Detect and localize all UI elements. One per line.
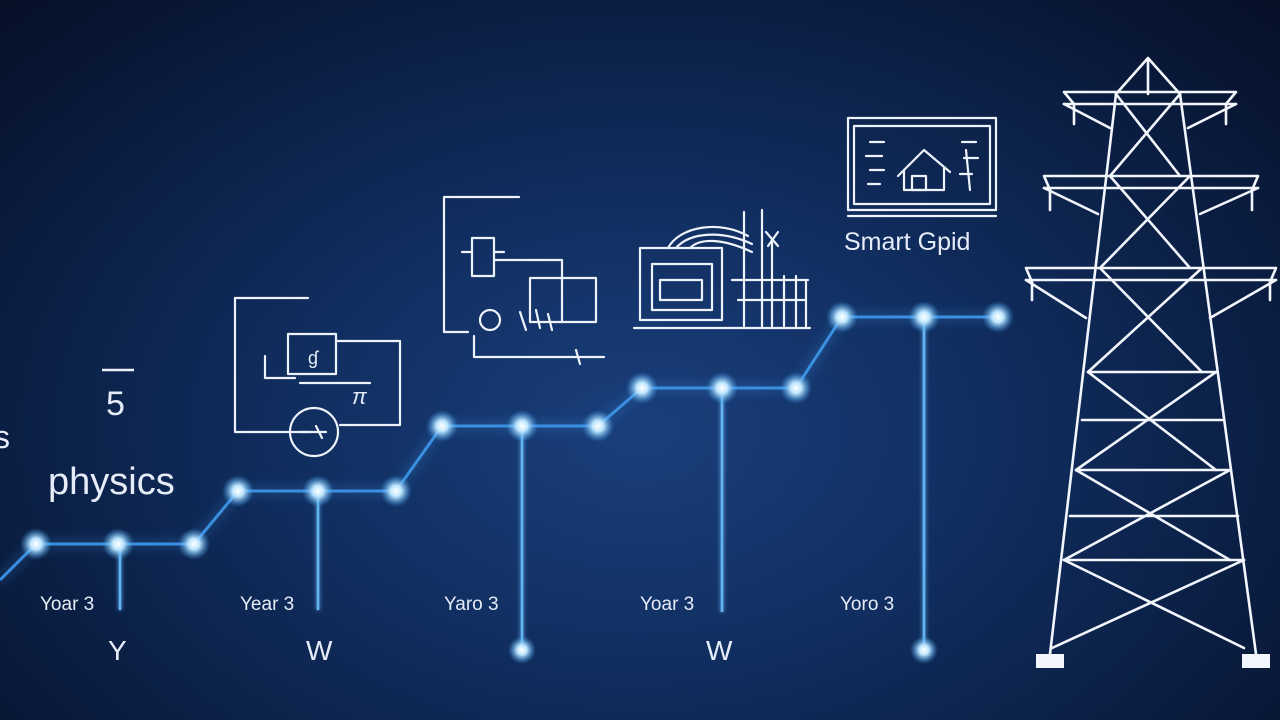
timeline-node <box>380 475 412 507</box>
bottom-mark: W <box>306 635 333 666</box>
timeline-node <box>582 410 614 442</box>
timeline-node <box>626 372 658 404</box>
timeline-node <box>302 475 334 507</box>
circuit-schematic-icon: ɠ π <box>233 296 402 458</box>
timeline-end-node <box>910 636 938 664</box>
bottom-mark: W <box>706 635 733 666</box>
year-label: Yoro 3 <box>840 594 894 615</box>
fraction-mark: 5 <box>106 385 125 423</box>
timeline-node <box>506 410 538 442</box>
year-label: Yoar 3 <box>640 594 694 615</box>
tower-foot <box>1036 654 1064 668</box>
timeline-node <box>20 528 52 560</box>
monitor-house-icon <box>846 116 998 218</box>
smart-grid-label: Smart Gpid <box>844 228 970 256</box>
bottom-mark: Y <box>108 635 127 666</box>
physics-label: physics <box>48 461 175 503</box>
timeline-nodes <box>20 301 1014 664</box>
timeline-end-node <box>508 636 536 664</box>
left-fragment-text: s <box>0 419 10 455</box>
timeline-node <box>102 528 134 560</box>
timeline-node <box>222 475 254 507</box>
tower-foot <box>1242 654 1270 668</box>
timeline-node <box>426 410 458 442</box>
timeline-node <box>982 301 1014 333</box>
timeline-node <box>826 301 858 333</box>
timeline-drops-core <box>118 317 926 650</box>
year-label: Year 3 <box>240 594 294 615</box>
year-label: Yaro 3 <box>444 594 499 615</box>
timeline-node <box>178 528 210 560</box>
timeline-node <box>706 372 738 404</box>
timeline-node <box>908 301 940 333</box>
icon-glyph: ɠ <box>308 348 319 368</box>
year-label: Yoar 3 <box>40 594 94 615</box>
timeline-node <box>780 372 812 404</box>
transmission-tower-icon <box>1024 56 1278 668</box>
generator-panel-icon <box>632 208 812 330</box>
relay-diagram-icon <box>442 195 606 366</box>
icon-glyph: π <box>352 384 368 409</box>
